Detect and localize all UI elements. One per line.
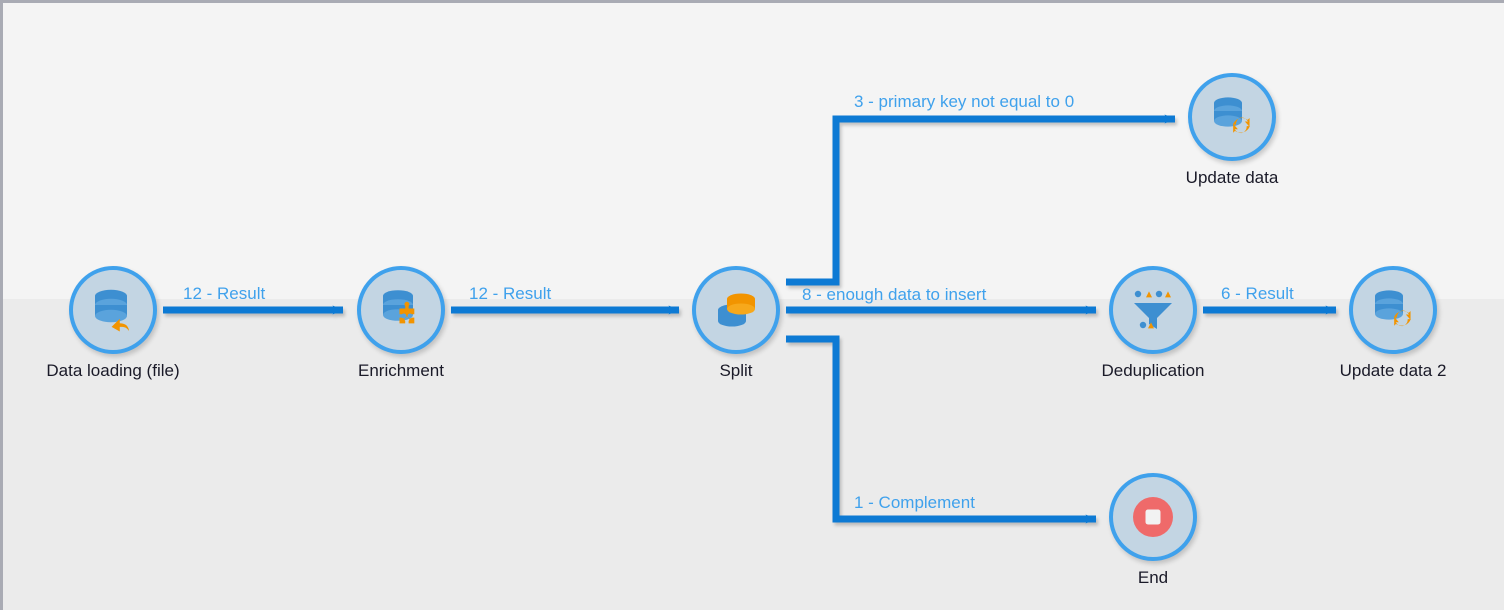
node-label: Split [719,361,753,380]
background-band [3,299,1504,610]
database-refresh-icon [1353,270,1433,350]
node-label: Deduplication [1101,361,1205,380]
database-puzzle-icon [361,270,441,350]
node-end[interactable]: End [1078,473,1228,588]
node-circle[interactable] [1109,266,1197,354]
node-label: Data loading (file) [46,361,180,380]
node-circle[interactable] [1109,473,1197,561]
node-label: Update data [1185,168,1279,187]
node-data-loading[interactable]: Data loading (file) [38,266,188,381]
node-circle[interactable] [692,266,780,354]
node-update-data-2[interactable]: Update data 2 [1318,266,1468,381]
funnel-dedup-icon [1113,270,1193,350]
node-circle[interactable] [69,266,157,354]
node-label: End [1137,568,1169,587]
edge-label-split-to-deduplication: 8 - enough data to insert [802,285,987,304]
edge-label-enrichment-to-split: 12 - Result [469,284,552,303]
edge-label-split-to-update-data: 3 - primary key not equal to 0 [854,92,1075,111]
database-import-icon [73,270,153,350]
database-refresh-icon [1192,77,1272,157]
node-label: Enrichment [358,361,444,380]
edge-label-deduplication-to-update-data-2: 6 - Result [1221,284,1294,303]
node-deduplication[interactable]: Deduplication [1078,266,1228,381]
edge-split-to-update-data [786,114,1176,286]
stop-icon [1113,477,1193,557]
edge-label-split-to-end: 1 - Complement [854,493,975,512]
edge-label-loading-to-enrichment: 12 - Result [183,284,266,303]
node-circle[interactable] [357,266,445,354]
split-cylinders-icon [696,270,776,350]
node-label: Update data 2 [1339,361,1447,380]
node-split[interactable]: Split [661,266,811,381]
node-enrichment[interactable]: Enrichment [326,266,476,381]
node-circle[interactable] [1188,73,1276,161]
node-update-data[interactable]: Update data [1157,73,1307,188]
node-circle[interactable] [1349,266,1437,354]
